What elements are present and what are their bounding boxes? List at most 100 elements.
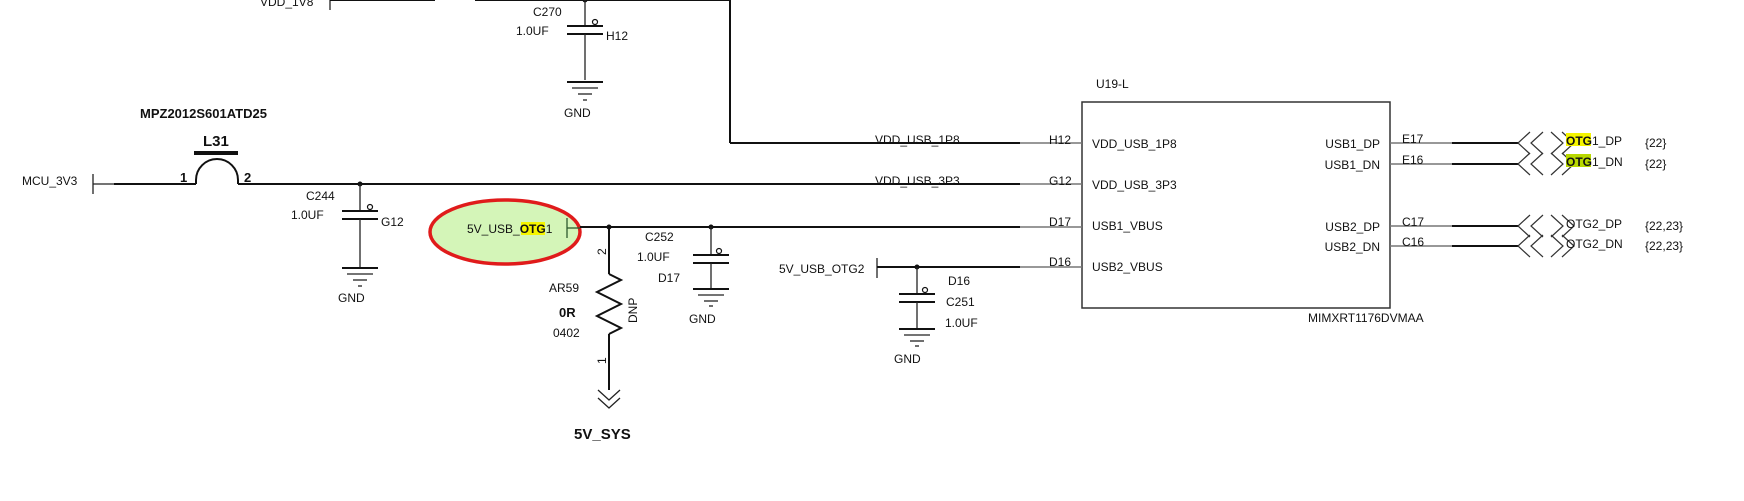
ar59-dnp: DNP <box>626 298 640 323</box>
svg-text:C16: C16 <box>1402 235 1424 249</box>
svg-text:USB1_DP: USB1_DP <box>1325 137 1380 151</box>
ar59-ref: AR59 <box>549 281 579 295</box>
offpage-chevron-icon <box>1517 234 1531 258</box>
c251-ball: D16 <box>948 274 970 288</box>
net-label-5v-sys: 5V_SYS <box>574 426 631 443</box>
c252-value: 1.0UF <box>637 250 670 264</box>
chip-pin-right: USB1_DP E17 <box>1325 132 1452 151</box>
offpage-connector[interactable]: OTG2_DN {22,23} <box>1452 234 1683 258</box>
offpage-connector[interactable]: OTG1_DN {22} <box>1452 152 1666 176</box>
svg-text:USB2_DP: USB2_DP <box>1325 220 1380 234</box>
offpage-page-refs: {22,23} <box>1645 219 1683 233</box>
c252-gnd-label: GND <box>689 312 716 326</box>
l31-coil <box>195 158 239 184</box>
otg-text-highlight <box>521 222 545 235</box>
offpage-chevron-icon <box>1517 131 1531 155</box>
offpage-chevron-icon <box>1550 152 1564 176</box>
chip-pin-left: H12 VDD_USB_1P8 <box>1020 133 1177 151</box>
offpage-connectors: OTG1_DP{22}OTG1_DN{22}OTG2_DP{22,23}OTG2… <box>1452 131 1683 258</box>
capacitor-c244 <box>342 184 378 287</box>
offpage-net-label: OTG1_DP <box>1566 134 1622 148</box>
c251-gnd-label: GND <box>894 352 921 366</box>
offpage-chevron-icon <box>1530 131 1544 155</box>
svg-text:USB1_VBUS: USB1_VBUS <box>1092 219 1163 233</box>
offpage-page-refs: {22} <box>1645 136 1666 150</box>
svg-text:H12: H12 <box>1049 133 1071 147</box>
c270-ball: H12 <box>606 29 628 43</box>
svg-text:E16: E16 <box>1402 153 1424 167</box>
net-label-vdd-1v8: VDD_1V8 <box>260 0 314 9</box>
inductor-l31: MPZ2012S601ATD25 L31 MCU_3V3 1 2 <box>22 106 1020 194</box>
l31-ref: L31 <box>203 133 229 150</box>
chip-pin-left: D16 USB2_VBUS <box>1020 255 1163 274</box>
offpage-page-refs: {22} <box>1645 157 1666 171</box>
capacitor-c270 <box>567 0 603 101</box>
l31-pin2: 2 <box>244 170 251 185</box>
chip-pin-right: USB1_DN E16 <box>1325 153 1452 172</box>
net-label-5v-usb-otg2: 5V_USB_OTG2 <box>779 262 865 276</box>
c270-gnd-label: GND <box>564 106 591 120</box>
vdd-1v8-section: VDD_1V8 C270 1.0UF H12 GND <box>260 0 1020 144</box>
l31-part-number: MPZ2012S601ATD25 <box>140 106 267 121</box>
svg-text:USB1_DN: USB1_DN <box>1325 158 1380 172</box>
offpage-chevron-icon <box>1550 234 1564 258</box>
svg-text:E17: E17 <box>1402 132 1424 146</box>
chip-pin-right: USB2_DN C16 <box>1325 235 1452 254</box>
net-label-5v-usb-otg1: 5V_USB_OTG1 <box>467 222 553 236</box>
offpage-chevron-icon <box>1530 214 1544 238</box>
offpage-net-label: OTG2_DN <box>1566 237 1623 251</box>
offpage-chevron-icon <box>1517 214 1531 238</box>
resistor-ar59 <box>594 227 624 409</box>
capacitor-c251 <box>899 267 935 347</box>
chip-pin-right: USB2_DP C17 <box>1325 215 1452 234</box>
l31-pin1: 1 <box>180 170 187 185</box>
offpage-chevron-icon <box>1530 234 1544 258</box>
ar59-value: 0R <box>559 305 576 320</box>
c251-ref: C251 <box>946 295 975 309</box>
chip-ref: U19-L <box>1096 77 1129 91</box>
chip-body <box>1081 101 1391 309</box>
otg-text-highlight <box>1566 154 1591 167</box>
c252-ref: C252 <box>645 230 674 244</box>
svg-text:USB2_DN: USB2_DN <box>1325 240 1380 254</box>
c252-ball: D17 <box>658 271 680 285</box>
net-label-mcu-3v3: MCU_3V3 <box>22 174 78 188</box>
capacitor-c252 <box>693 227 729 307</box>
svg-text:G12: G12 <box>1049 174 1072 188</box>
c244-ref: C244 <box>306 189 335 203</box>
offpage-chevron-icon <box>1550 214 1564 238</box>
c244-value: 1.0UF <box>291 208 324 222</box>
svg-text:VDD_USB_1P8: VDD_USB_1P8 <box>1092 137 1177 151</box>
ar59-pin2: 2 <box>595 248 609 255</box>
svg-text:C17: C17 <box>1402 215 1424 229</box>
chip-part-number: MIMXRT1176DVMAA <box>1308 311 1424 325</box>
ar59-package: 0402 <box>553 326 580 340</box>
offpage-connector[interactable]: OTG2_DP {22,23} <box>1452 214 1683 238</box>
offpage-chevron-icon <box>1530 152 1544 176</box>
highlighted-net-5v-usb-otg1[interactable]: 5V_USB_OTG1 <box>428 198 582 266</box>
ar59-pin1: 1 <box>595 357 609 364</box>
wire-label-vdd-usb-3p3: VDD_USB_3P3 <box>875 174 960 188</box>
offpage-net-label: OTG1_DN <box>1566 155 1623 169</box>
offpage-chevron-icon <box>1517 152 1531 176</box>
c244-gnd-label: GND <box>338 291 365 305</box>
c270-value: 1.0UF <box>516 24 549 38</box>
chip-pin-left: D17 USB1_VBUS <box>1020 215 1163 233</box>
offpage-chevron-icon <box>1561 214 1575 238</box>
offpage-chevron-icon <box>1550 131 1564 155</box>
otg-text-highlight <box>1566 133 1591 146</box>
chip-u19-l[interactable]: U19-L MIMXRT1176DVMAA H12 VDD_USB_1P8 G1… <box>1020 77 1452 325</box>
c270-ref: C270 <box>533 5 562 19</box>
svg-text:D17: D17 <box>1049 215 1071 229</box>
c251-value: 1.0UF <box>945 316 978 330</box>
offpage-net-label: OTG2_DP <box>1566 217 1622 231</box>
svg-text:VDD_USB_3P3: VDD_USB_3P3 <box>1092 178 1177 192</box>
chip-pin-left: G12 VDD_USB_3P3 <box>1020 174 1177 192</box>
svg-text:D16: D16 <box>1049 255 1071 269</box>
wire-label-vdd-usb-1p8: VDD_USB_1P8 <box>875 133 960 147</box>
offpage-page-refs: {22,23} <box>1645 239 1683 253</box>
offpage-connector[interactable]: OTG1_DP {22} <box>1452 131 1666 155</box>
highlight-ellipse <box>428 198 582 266</box>
offpage-chevron-icon <box>1561 234 1575 258</box>
